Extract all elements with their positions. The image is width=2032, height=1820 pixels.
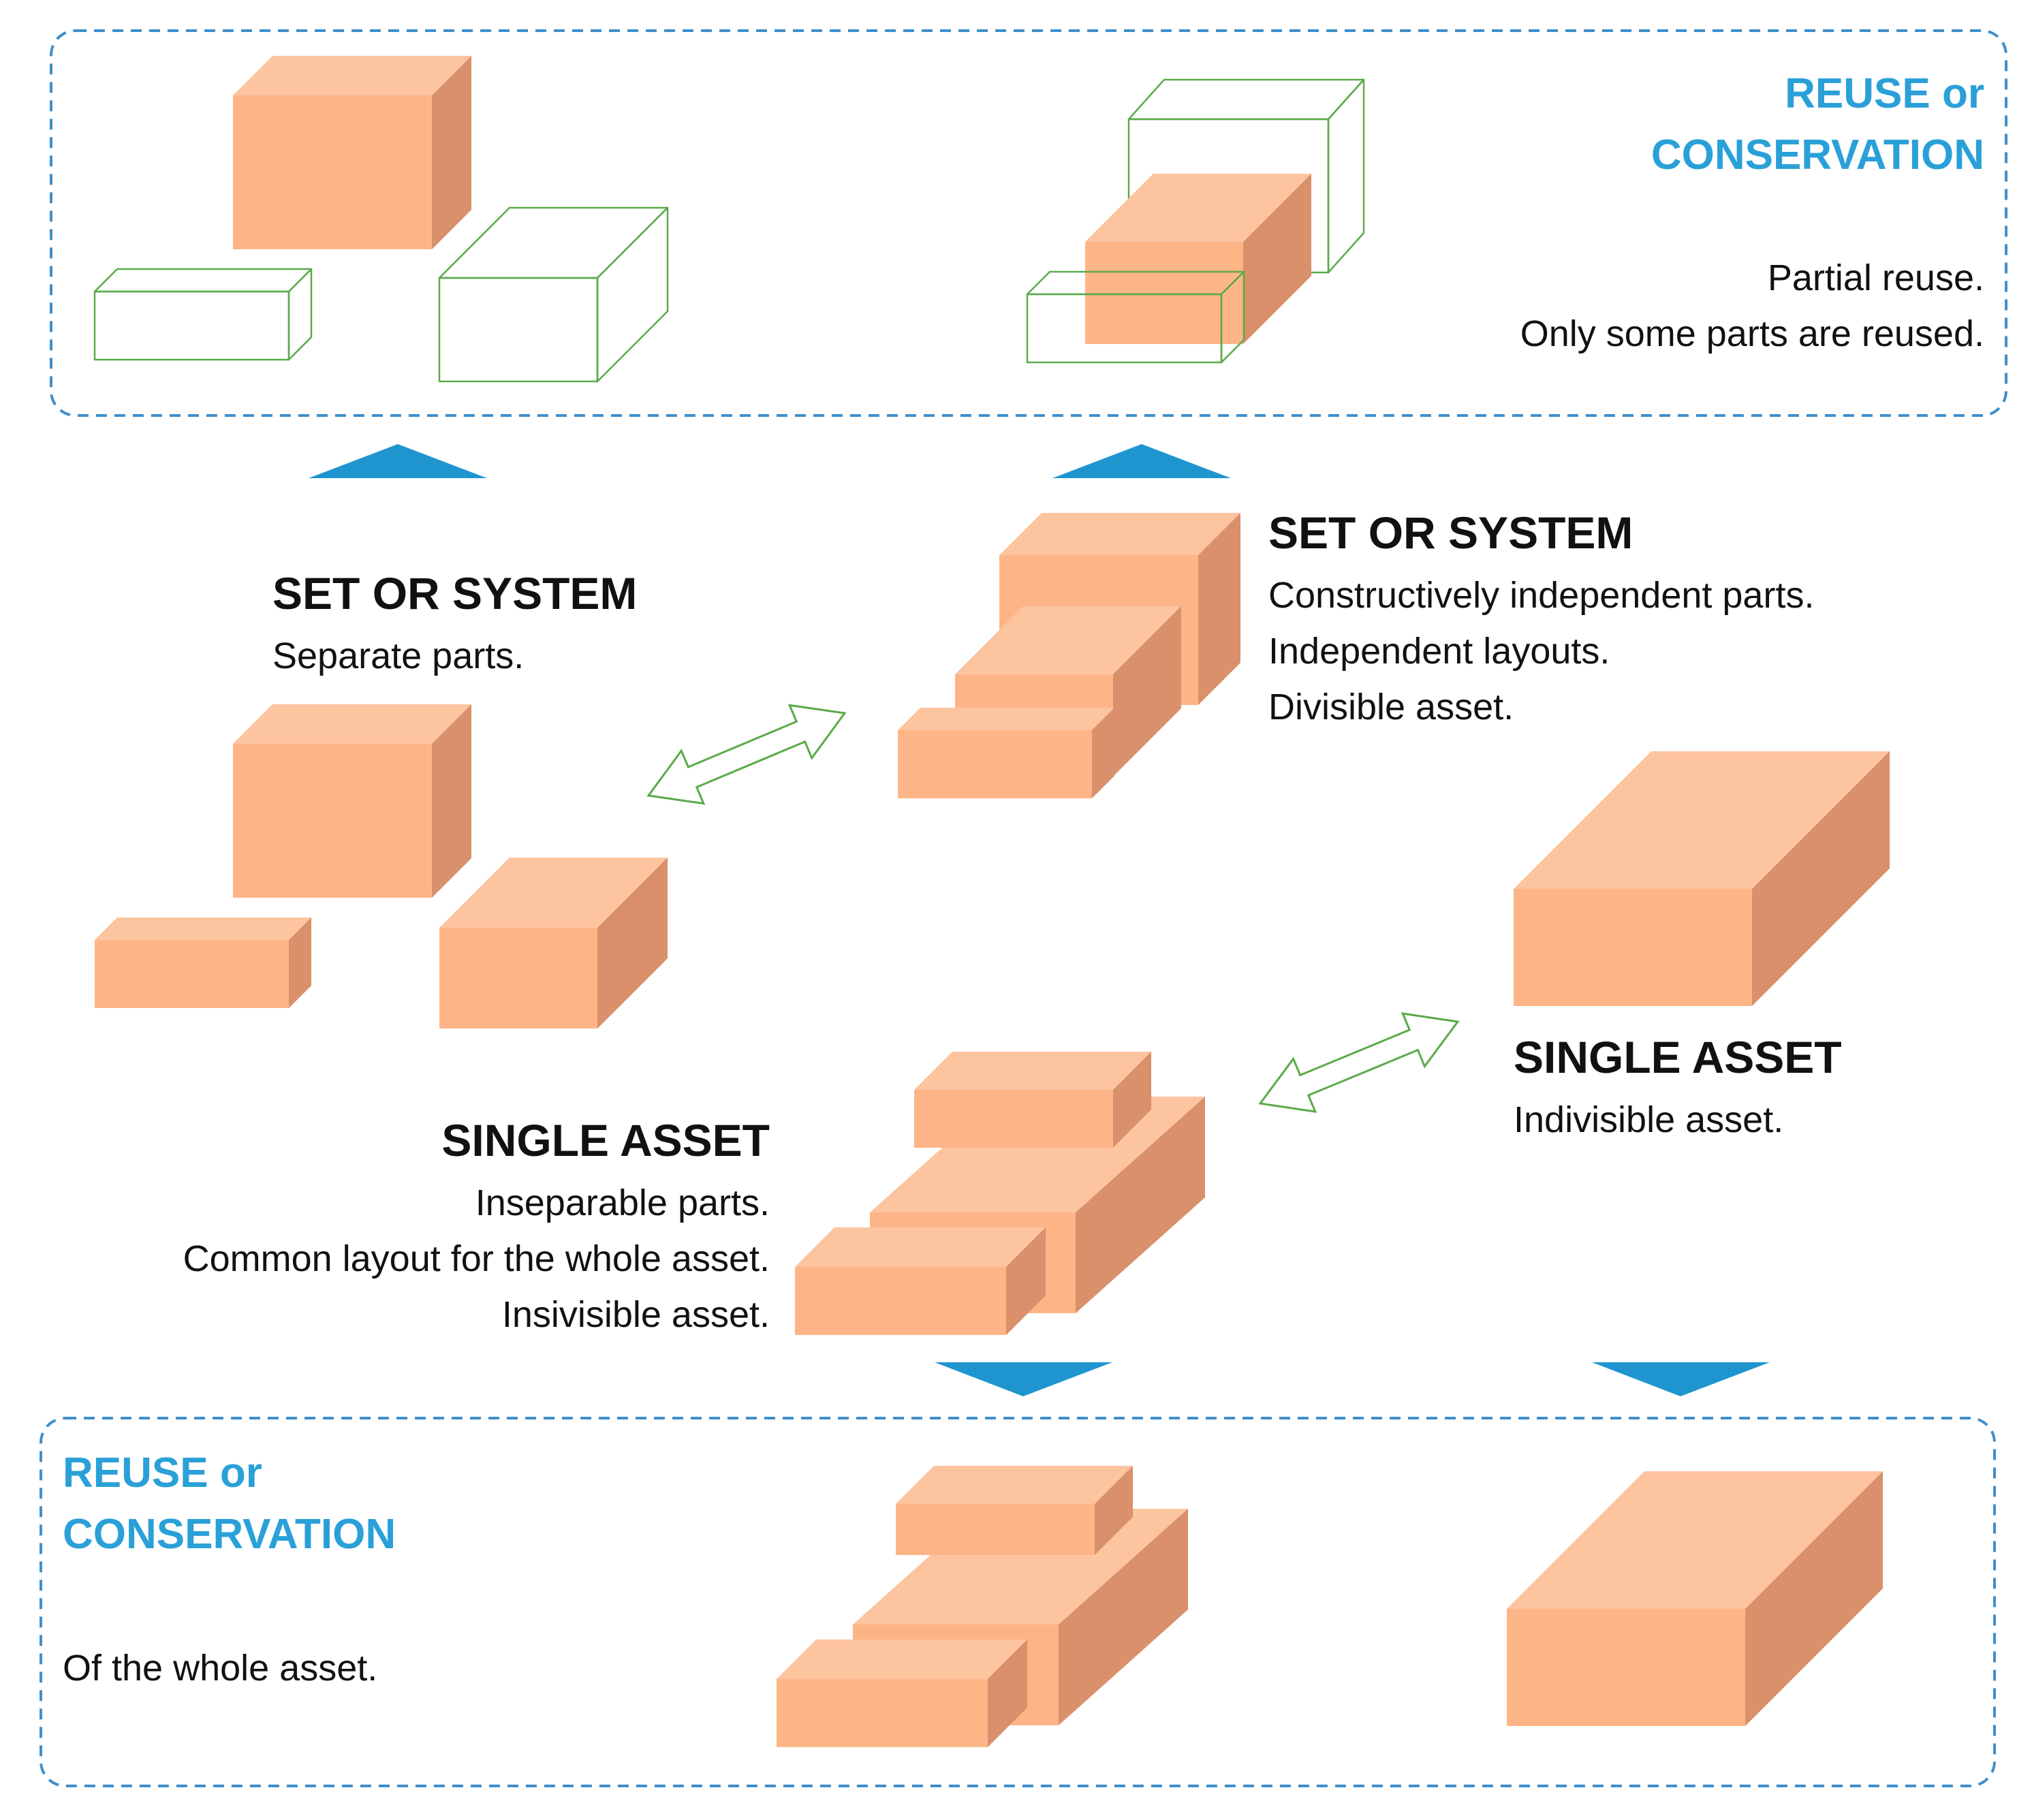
box-top-left-outline-cube [438,206,669,383]
set-constructive-desc-line1: Constructively independent parts. [1268,575,1815,616]
triangle-up-left-icon [309,444,487,478]
box-separate-cube [233,704,471,898]
box-bottom-top [896,1466,1133,1555]
single-inseparable-desc-line2: Common layout for the whole asset. [183,1238,770,1279]
box-bottom-front [777,1639,1027,1747]
double-arrow-sets-icon [646,704,847,805]
box-bottom-single [1507,1471,1883,1726]
double-arrow-singles-icon [1258,1012,1460,1113]
box-single-front [795,1227,1046,1335]
single-inseparable-heading: SINGLE ASSET [441,1115,770,1165]
box-single-top [914,1052,1151,1148]
box-top-center-solid [1085,174,1311,344]
set-constructive-desc-line2: Independent layouts. [1268,631,1610,672]
set-separate-heading: SET OR SYSTEM [272,568,638,618]
box-top-left-outline-bar [93,268,313,361]
triangle-up-center-icon [1052,444,1231,478]
bottom-reuse-title-line2: CONSERVATION [63,1511,396,1558]
triangle-down-center-icon [935,1362,1112,1396]
box-top-left-solid [233,56,471,249]
box-top-center-outline-bar [1026,270,1245,364]
set-separate-desc-line1: Separate parts. [272,636,525,676]
single-indivisible-heading: SINGLE ASSET [1514,1032,1842,1082]
box-set-front [898,708,1114,798]
top-reuse-title-line2: CONSERVATION [1651,131,1984,178]
bottom-reuse-panel [40,1417,1996,1787]
single-inseparable-desc-line1: Inseparable parts. [475,1182,770,1223]
set-constructive-heading: SET OR SYSTEM [1268,507,1634,558]
bottom-reuse-title-line1: REUSE or [63,1449,262,1496]
bottom-reuse-desc-line1: Of the whole asset. [63,1648,378,1689]
set-constructive-desc-line3: Divisible asset. [1268,687,1514,727]
top-reuse-desc-line2: Only some parts are reused. [1520,313,1984,354]
triangle-down-right-icon [1592,1362,1770,1396]
top-reuse-title-line1: REUSE or [1785,70,1984,117]
single-indivisible-desc-line1: Indivisible asset. [1514,1099,1784,1140]
box-separate-block [439,858,668,1029]
single-inseparable-desc-line3: Insivisible asset. [501,1294,770,1335]
top-reuse-desc-line1: Partial reuse. [1767,257,1984,298]
box-single-indivisible [1514,751,1890,1006]
box-separate-bar [95,917,311,1008]
